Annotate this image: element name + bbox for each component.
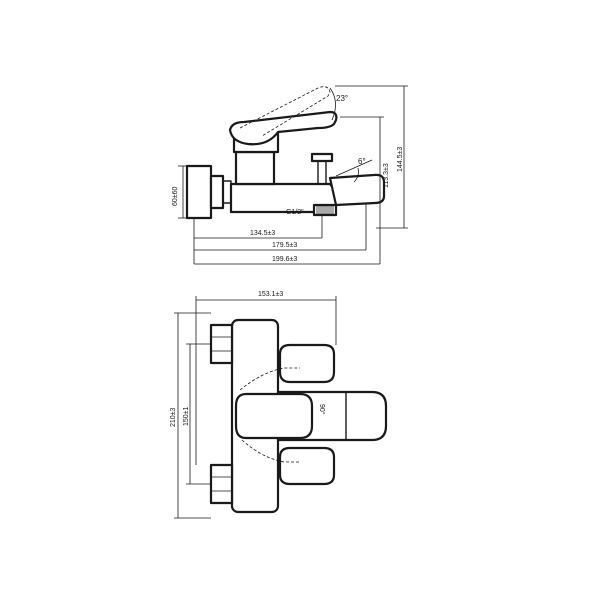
dimension-heights: [335, 85, 408, 229]
top-view: 153.1±3 210±3 150±1 90°: [170, 291, 388, 519]
rotation-label: 90°: [318, 404, 326, 415]
dimension-width-side-label: 60±60: [172, 186, 179, 206]
thread-connector: [312, 203, 338, 217]
dimension-length-2-label: 179.5±3: [272, 242, 297, 249]
lever-rotation-outline: [239, 367, 300, 463]
lever-top-view-bottom: [278, 446, 336, 486]
angle-lever-label: 23°: [336, 94, 348, 103]
lever-top-view: [278, 343, 336, 384]
lever-raised-outline: [239, 86, 331, 137]
dimension-top: [195, 296, 337, 465]
diverter-knob: [310, 152, 334, 185]
dimension-outer-label: 210±3: [170, 407, 177, 427]
spout: [328, 173, 386, 207]
dimension-centers-label: 150±1: [183, 406, 190, 426]
connector-nut-bottom: [209, 463, 234, 505]
wall-connector: [185, 164, 232, 220]
dimension-width-side: [178, 165, 187, 219]
center-knob: [234, 392, 314, 440]
dimension-lengths: [193, 204, 381, 265]
lever-handle: [228, 110, 338, 146]
dimension-vertical-top-view: [174, 312, 211, 519]
dimension-length-3-label: 199.6±3: [272, 256, 297, 263]
thread-label: G1/2": [286, 209, 304, 216]
dimension-length-1-label: 134.5±3: [250, 230, 275, 237]
dimension-height-2-label: 144.5±3: [397, 147, 404, 172]
connector-nut-top: [209, 323, 234, 365]
dimension-height-1-label: 113.3±3: [383, 163, 390, 188]
angle-spout-label: 6°: [358, 157, 366, 166]
dimension-top-label: 153.1±3: [258, 291, 283, 298]
side-view: 23° 6° 60±60 113.3±3 144.5±3 G1/2" 134.5…: [172, 85, 408, 265]
